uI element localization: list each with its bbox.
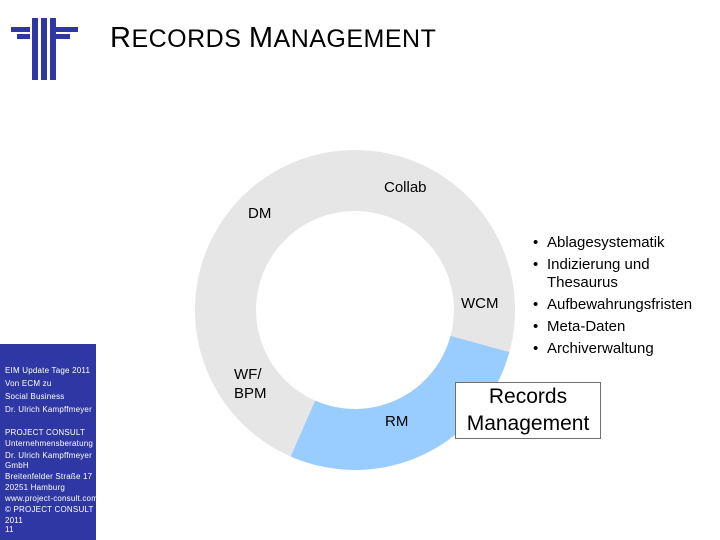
sidebar-line: Von ECM zu: [5, 379, 52, 388]
sidebar-line: 20251 Hamburg: [5, 483, 65, 492]
project-consult-logo-icon: [11, 18, 78, 80]
list-item: •Ablagesystematik: [533, 234, 665, 251]
list-item: •Archiverwaltung: [533, 340, 654, 357]
list-item: •Aufbewahrungsfristen: [533, 296, 693, 313]
segment-label-collab: Collab: [384, 179, 427, 196]
sidebar-footer: EIM Update Tage 2011 Von ECM zu Social B…: [0, 344, 99, 540]
sidebar-line: Breitenfelder Straße 17: [5, 472, 93, 481]
sidebar-line: © PROJECT CONSULT: [5, 505, 94, 514]
rm-segment: [290, 336, 510, 470]
sidebar-line: Dr. Ulrich Kampffmeyer: [5, 405, 92, 414]
page-title: RECORDS MANAGEMENT: [110, 22, 437, 54]
segment-label-dm: DM: [248, 205, 272, 222]
segment-label-wf-bpm: WF/ BPM: [234, 366, 267, 402]
sidebar-line: 2011: [5, 516, 24, 525]
sidebar-line: PROJECT CONSULT: [5, 428, 86, 437]
sidebar-line: Social Business: [5, 392, 65, 401]
rm-bullet-list: •Ablagesystematik •Indizierung und Thesa…: [533, 232, 692, 360]
list-item: •Indizierung und: [533, 256, 650, 273]
sidebar-line: Dr. Ulrich Kampffmeyer: [5, 451, 92, 460]
segment-label-wcm: WCM: [461, 295, 499, 312]
sidebar-line: EIM Update Tage 2011: [5, 366, 91, 375]
sidebar-line: GmbH: [5, 461, 29, 470]
list-item-continuation: Thesaurus: [547, 274, 618, 291]
sidebar-line: www.project-consult.com: [5, 494, 99, 503]
records-management-box: Records Management: [455, 382, 601, 439]
list-item: •Meta-Daten: [533, 318, 626, 335]
sidebar-line: Unternehmensberatung: [5, 439, 94, 448]
segment-label-rm: RM: [385, 413, 409, 430]
sidebar-line: 11: [5, 525, 14, 534]
